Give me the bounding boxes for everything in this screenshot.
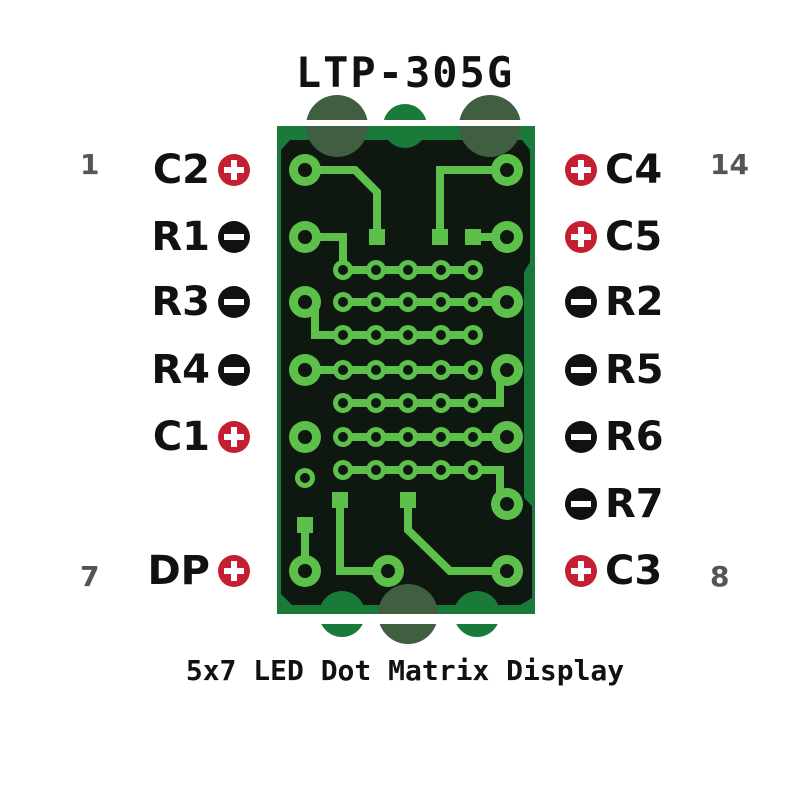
pin-label: R6 (605, 414, 664, 460)
pin-c4: C4 (565, 145, 670, 195)
trace (436, 166, 507, 237)
pin-label: C2 (152, 147, 210, 193)
smd-pad (400, 492, 416, 508)
pin-number-7: 7 (80, 560, 100, 593)
plus-icon (218, 555, 250, 587)
pin-label: C3 (605, 548, 663, 594)
pin-c5: C5 (565, 212, 670, 262)
pin-c1: C1 (145, 412, 250, 462)
plus-icon (565, 221, 597, 253)
pin-number-1: 1 (80, 148, 100, 181)
plus-icon (218, 421, 250, 453)
pin-c3: C3 (565, 546, 670, 596)
minus-icon (565, 488, 597, 520)
minus-icon (565, 286, 597, 318)
diagram-caption: 5x7 LED Dot Matrix Display (185, 654, 625, 687)
smd-pad (369, 229, 385, 245)
smd-pad (465, 229, 481, 245)
trace (305, 166, 381, 237)
pin-number-8: 8 (710, 560, 730, 593)
plus-icon (218, 154, 250, 186)
trace (404, 500, 507, 575)
minus-icon (218, 221, 250, 253)
diagram-title: LTP-305G (295, 48, 515, 97)
pin-dp: DP (139, 546, 250, 596)
pin-label: R5 (605, 347, 664, 393)
pin-label: C5 (605, 214, 663, 260)
pin-r1: R1 (143, 212, 250, 262)
pin-label: DP (147, 548, 210, 594)
pin-label: R7 (605, 481, 664, 527)
pin-label: C4 (605, 147, 663, 193)
pin-r2: R2 (565, 277, 672, 327)
smd-pad (432, 229, 448, 245)
pin-r4: R4 (143, 345, 250, 395)
minus-icon (565, 354, 597, 386)
pin-label: R4 (151, 347, 210, 393)
pin-r3: R3 (143, 277, 250, 327)
pin-label: R2 (605, 279, 664, 325)
plus-icon (565, 555, 597, 587)
smd-pad (332, 492, 348, 508)
pin-label: R1 (151, 214, 210, 260)
minus-icon (218, 286, 250, 318)
pin-label: C1 (152, 414, 210, 460)
pin-r5: R5 (565, 345, 672, 395)
pin-c2: C2 (145, 145, 250, 195)
minus-icon (218, 354, 250, 386)
pin-label: R3 (151, 279, 210, 325)
smd-pad (297, 517, 313, 533)
pin-number-14: 14 (710, 148, 749, 181)
plus-icon (565, 154, 597, 186)
minus-icon (565, 421, 597, 453)
pin-r7: R7 (565, 479, 672, 529)
pin-r6: R6 (565, 412, 672, 462)
